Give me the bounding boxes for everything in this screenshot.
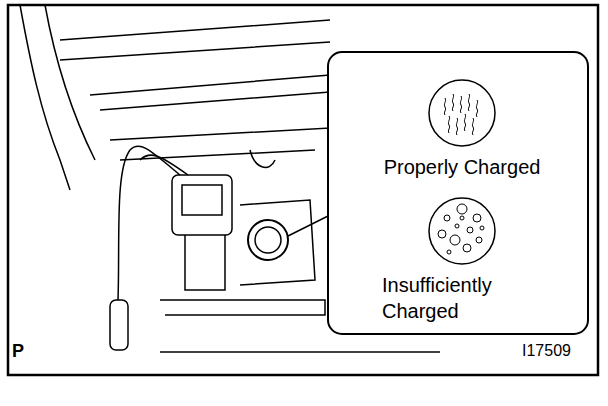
liquid-streak [476,100,477,117]
indicator-state: Properly Charged [346,78,578,180]
body-pillar [45,5,95,160]
indicator-circle [427,78,497,148]
air-bubble [460,216,464,220]
connector-face [182,185,222,215]
indicator-circle [427,196,497,266]
frame [8,5,598,375]
charge-indicator [248,220,288,260]
liquid-streak [472,118,473,135]
state-label: Properly Charged [346,154,578,180]
liquid-streak [452,94,453,111]
air-bubble [455,224,459,228]
indicator-outline [429,198,495,264]
body-pillar [20,5,70,190]
liquid-streak [444,98,445,115]
air-bubble [467,227,473,233]
liquid-streak [456,118,457,135]
air-bubble [463,244,471,252]
indicator-outline [429,80,495,146]
air-bubble [476,237,482,243]
sensor-body [185,235,225,290]
page-marker: P [12,341,24,362]
air-bubble [480,226,484,230]
air-bubble [444,215,450,221]
wire [140,155,188,175]
rule-line [160,351,440,353]
air-bubble [438,230,446,238]
leader-line [288,215,330,236]
wire-clip [110,300,128,350]
air-bubble [473,214,481,222]
battery-hook [250,150,275,167]
air-bubble [447,250,451,254]
callout-panel [328,52,588,334]
wire [118,146,180,300]
panel-edge [60,20,330,60]
figure-number: I17509 [522,342,571,360]
connector [172,175,232,235]
indicator-state: Insufficiently Charged [382,196,532,324]
battery-top [240,200,315,285]
liquid-streak [464,114,465,131]
liquid-streak [468,94,469,111]
liquid-streak [460,96,461,113]
liquid-streak [448,116,449,133]
battery-base [160,300,325,315]
air-bubble [457,204,467,214]
charge-indicator-eye [255,227,281,253]
state-label: Insufficiently Charged [382,272,532,324]
air-bubble [450,235,460,245]
tray-edge [90,75,330,110]
battery-case [110,128,330,300]
